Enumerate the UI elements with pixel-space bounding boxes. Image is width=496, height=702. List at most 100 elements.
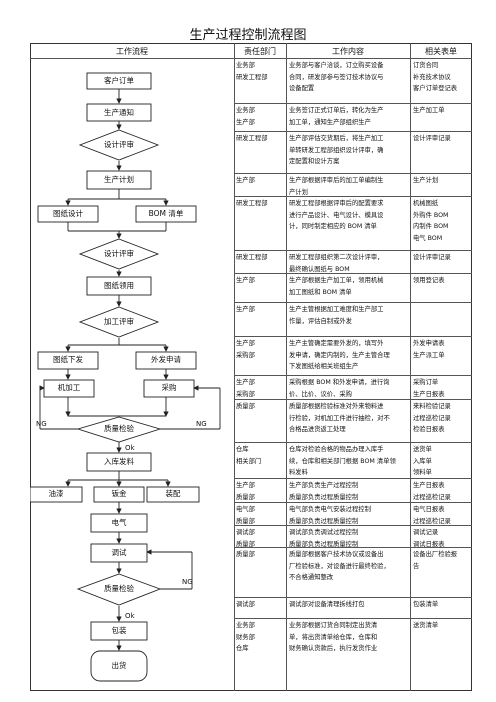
row-divider <box>234 442 472 443</box>
header-forms: 相关表单 <box>425 47 457 56</box>
row-content: 调试部负责调试过程控制 质量部负责过程质量控制 <box>289 529 359 547</box>
row-forms: 订货合同 补充技术协议 客户订单登记表 <box>413 62 458 92</box>
design-review-2-diamond <box>78 238 160 270</box>
row-dept: 质量部 <box>236 551 255 558</box>
production-notice-box <box>86 103 152 122</box>
row-dept: 质量部 <box>236 403 255 410</box>
row-divider <box>234 547 472 548</box>
row-content: 生产部评估交货期后，将生产加工 单转研发工程部组织设计评审，确 定配置和设计方案 <box>289 135 384 165</box>
row-content: 研发工程部组织第二次设计评审， 最终确认图纸与 BOM <box>289 254 384 273</box>
header-dept: 责任部门 <box>244 47 276 56</box>
assembly-box <box>146 486 200 503</box>
ng-label-left: NG <box>36 420 47 428</box>
row-content: 质量部根据客户技术协议或设备出 厂检验标准，对设备进行最终检验， 不合格通知整改 <box>289 551 390 581</box>
packing-box <box>90 621 148 641</box>
assembly-label: 装配 <box>166 488 181 498</box>
packing-label: 包装 <box>112 625 127 635</box>
row-dept: 生产部 采购部 <box>236 340 255 359</box>
row-dept: 生产部 <box>236 277 255 284</box>
painting-box <box>30 486 83 503</box>
purchasing-label: 采购 <box>162 382 177 392</box>
row-content: 业务部与客户洽谈，订立购买设备 合同，研发部参与签订技术协议与 设备配置 <box>289 62 384 92</box>
debugging-label: 调试 <box>112 547 127 557</box>
row-dept: 电气部 质量部 <box>236 506 255 525</box>
row-divider <box>234 103 472 104</box>
row-dept: 研发工程部 <box>236 135 268 142</box>
row-divider <box>234 131 472 132</box>
design-review-2-label: 设计评审 <box>104 248 134 258</box>
row-forms: 包装清单 <box>413 601 439 608</box>
outsource-apply-box <box>135 351 197 370</box>
row-divider <box>234 250 472 251</box>
design-review-label: 设计评审 <box>104 139 134 149</box>
row-forms: 电气日报表 过程巡检记录 <box>413 506 451 525</box>
process-review-label: 加工评审 <box>104 316 134 326</box>
flowchart: 客户订单 生产通知 设计评审 生产计划 图纸设计 BOM 清单 设计评审 图纸领… <box>30 72 221 682</box>
quality-check-label: 质量检验 <box>104 423 134 433</box>
production-plan-box <box>86 170 152 190</box>
header-flow: 工作流程 <box>116 47 148 56</box>
row-divider <box>234 196 472 197</box>
ng-label-right: NG <box>196 420 207 428</box>
row-dept: 调试部 质量部 <box>236 529 255 547</box>
drawing-pickup-box <box>86 276 152 296</box>
row-dept: 业务部 研发工程部 <box>236 62 268 81</box>
machining-box <box>43 379 95 398</box>
drawing-design-box <box>37 205 99 223</box>
row-dept: 研发工程部 <box>236 200 268 207</box>
production-plan-label: 生产计划 <box>104 174 134 184</box>
row-dept: 生产部 <box>236 177 255 184</box>
sheet-metal-box <box>93 486 145 503</box>
row-dept: 生产部 采购部 <box>236 379 255 398</box>
row-divider <box>234 478 472 479</box>
row-divider <box>234 375 472 376</box>
quality-check-diamond <box>76 416 162 443</box>
row-forms: 领用登记表 <box>413 277 445 284</box>
row-forms: 送货清单 <box>413 622 439 629</box>
receiving-box <box>86 452 152 472</box>
header-content: 工作内容 <box>332 47 364 56</box>
row-forms: 调试记录 调试日报表 <box>413 529 445 547</box>
row-forms: 送货单 入库单 领料单 <box>413 446 432 476</box>
row-dept: 生产部 质量部 <box>236 482 255 501</box>
electrical-label: 电气 <box>112 517 127 527</box>
design-review-diamond <box>78 129 160 161</box>
electrical-box <box>90 513 148 533</box>
row-forms: 外发申请表 生产派工单 <box>413 340 445 359</box>
row-content: 业务签订正式订单后，转化为生产 加工单，通知生产部组织生产 <box>289 107 384 126</box>
row-content: 业务部根据订货合同制定出货清 单，将出货清单给仓库，仓库和 财务确认货款后，执行… <box>289 622 378 652</box>
table-frame <box>30 43 472 691</box>
shipping-label: 出货 <box>112 660 127 670</box>
production-notice-label: 生产通知 <box>104 107 134 117</box>
row-content: 仓库对检验合格的物品办理入库手 续，仓库和相关部门根据 BOM 清单领 料发料 <box>289 446 396 476</box>
column-divider <box>234 43 235 691</box>
row-forms: 生产加工单 <box>413 107 445 114</box>
row-forms: 来料检验记录 过程巡检记录 检验日报表 <box>413 403 451 433</box>
purchasing-box <box>143 379 195 398</box>
row-content: 采购根据 BOM 和外发申请，进行询 价、比价、议价、采购 <box>289 379 390 398</box>
row-dept: 业务部 财务部 仓库 <box>236 622 255 652</box>
row-content: 研发工程部根据评审后的配置要求 进行产品设计、电气设计、模具设 计，同时制定相应… <box>289 200 384 230</box>
page-title: 生产过程控制流程图 <box>189 28 307 43</box>
row-divider <box>234 502 472 503</box>
outsource-apply-label: 外发申请 <box>151 354 181 364</box>
customer-order-box <box>86 72 152 90</box>
row-dept: 研发工程部 <box>236 254 268 261</box>
bom-list-label: BOM 清单 <box>149 208 184 218</box>
row-dept: 调试部 <box>236 601 255 608</box>
receiving-label: 入库发料 <box>104 456 134 466</box>
quality-check-2-label: 质量检验 <box>104 583 134 593</box>
process-review-diamond <box>78 306 160 338</box>
row-divider <box>234 618 472 619</box>
row-divider <box>234 273 472 274</box>
drawing-design-label: 图纸设计 <box>53 208 83 218</box>
row-content: 生产部根据评审后的加工单编制生 产计划 <box>289 177 384 196</box>
row-forms: 设备出厂检验报 告 <box>413 551 458 570</box>
row-divider <box>234 525 472 526</box>
debugging-box <box>90 543 148 563</box>
machining-label: 机加工 <box>58 382 81 392</box>
row-content: 生产主管确定需要外发的，填写外 发申请，确定内制的，生产主管合理 下发图纸给相关… <box>289 340 390 370</box>
row-content: 生产部根据生产加工单，领用机械 加工图纸和 BOM 清单 <box>289 277 384 296</box>
row-content: 质量部根据检验标准对外来物料进 行检验，对机加工件进行抽检，对不 合格品进货返工… <box>289 403 390 433</box>
drawing-pickup-label: 图纸领用 <box>104 280 134 290</box>
